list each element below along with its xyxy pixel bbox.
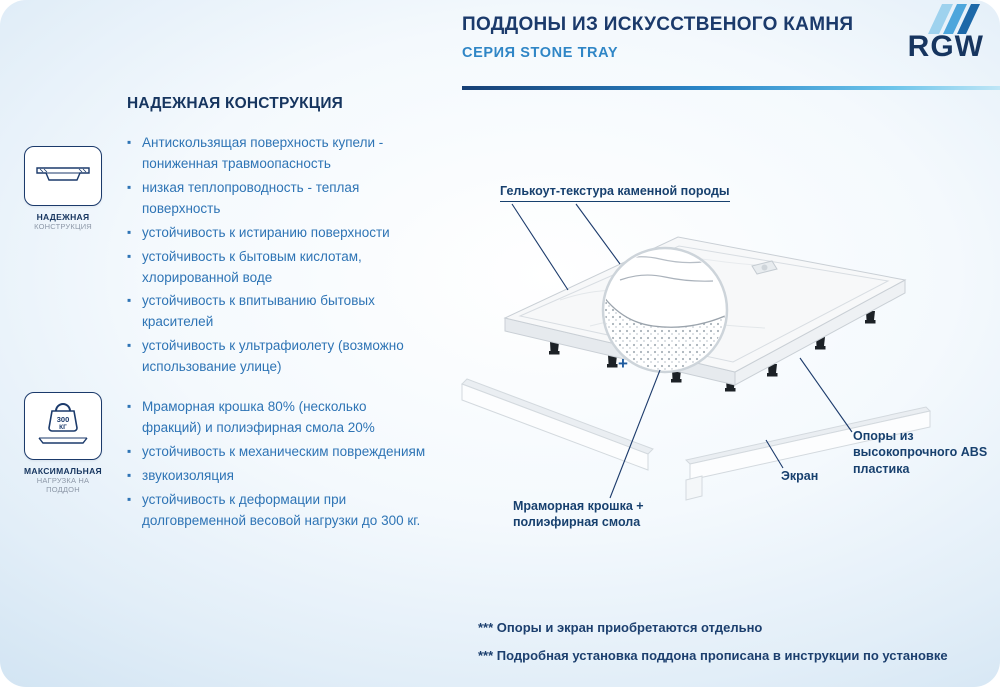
- max-load-badge: 300 КГ МАКСИМАЛЬНАЯ НАГРУЗКА НА ПОДДОН: [20, 392, 106, 494]
- callout-lines: [511, 203, 853, 499]
- feature-item: устойчивость к бытовым кислотам, хлориро…: [127, 247, 429, 289]
- header-divider: [462, 86, 1000, 90]
- feature-item: низкая теплопроводность - теплая поверхн…: [127, 178, 429, 220]
- feature-item: Антискользящая поверхность купели - пони…: [127, 133, 429, 175]
- max-load-badge-box: 300 КГ: [24, 392, 102, 460]
- construction-badge-sublabel: КОНСТРУКЦИЯ: [34, 222, 92, 231]
- footnote-accessories: *** Опоры и экран приобретаются отдельно: [478, 620, 763, 635]
- features-list-construction: Антискользящая поверхность купели - пони…: [127, 133, 429, 381]
- weight-value-text: 300: [57, 415, 70, 424]
- series-subtitle: СЕРИЯ STONE TRAY: [462, 45, 619, 61]
- callout-gelcoat-label: Гелькоут-текстура каменной породы: [500, 183, 730, 203]
- rgw-logo-text: RGW: [907, 30, 984, 63]
- footnote-installation: *** Подробная установка поддона прописан…: [478, 648, 948, 663]
- construction-badge-label: НАДЕЖНАЯ: [36, 212, 90, 222]
- section-heading: НАДЕЖНАЯ КОНСТРУКЦИЯ: [127, 95, 344, 112]
- weight-300kg-icon: 300 КГ: [34, 399, 92, 454]
- features-list-material: Мраморная крошка 80% (несколько фракций)…: [127, 397, 429, 535]
- callout-supports-label: Опоры из высокопрочного ABS пластика: [853, 429, 988, 476]
- construction-badge-box: [24, 146, 102, 206]
- texture-magnifier: +: [601, 246, 729, 374]
- support-legs: [549, 311, 876, 392]
- tray-exploded-diagram: +: [461, 203, 931, 501]
- rgw-logo-stripes-icon: [920, 4, 984, 39]
- feature-item: устойчивость к механическим повреждениям: [127, 442, 429, 463]
- feature-item: устойчивость к деформации при долговреме…: [127, 490, 429, 532]
- callout-screen-label: Экран: [781, 469, 819, 483]
- feature-item: Мраморная крошка 80% (несколько фракций)…: [127, 397, 429, 439]
- weight-unit-text: КГ: [59, 424, 67, 431]
- feature-item: устойчивость к впитыванию бытовых красит…: [127, 291, 429, 333]
- rgw-logo: RGW: [908, 4, 984, 62]
- magnifier-plus-label: +: [618, 354, 628, 373]
- max-load-badge-label: МАКСИМАЛЬНАЯ: [24, 466, 102, 476]
- screen-panels: [461, 378, 931, 501]
- feature-item: устойчивость к истиранию поверхности: [127, 223, 429, 244]
- feature-item: звукоизоляция: [127, 466, 429, 487]
- page-title: ПОДДОНЫ ИЗ ИСКУССТВЕНОГО КАМНЯ: [462, 14, 854, 35]
- max-load-badge-sublabel: НАГРУЗКА НА ПОДДОН: [36, 476, 90, 494]
- construction-badge: НАДЕЖНАЯ КОНСТРУКЦИЯ: [20, 146, 106, 231]
- callout-marble-label: Мраморная крошка + полиэфирная смола: [513, 499, 644, 530]
- drain-icon: [751, 260, 778, 275]
- tray-cross-section-icon: [34, 160, 92, 193]
- feature-item: устойчивость к ультрафиолету (возможно и…: [127, 336, 429, 378]
